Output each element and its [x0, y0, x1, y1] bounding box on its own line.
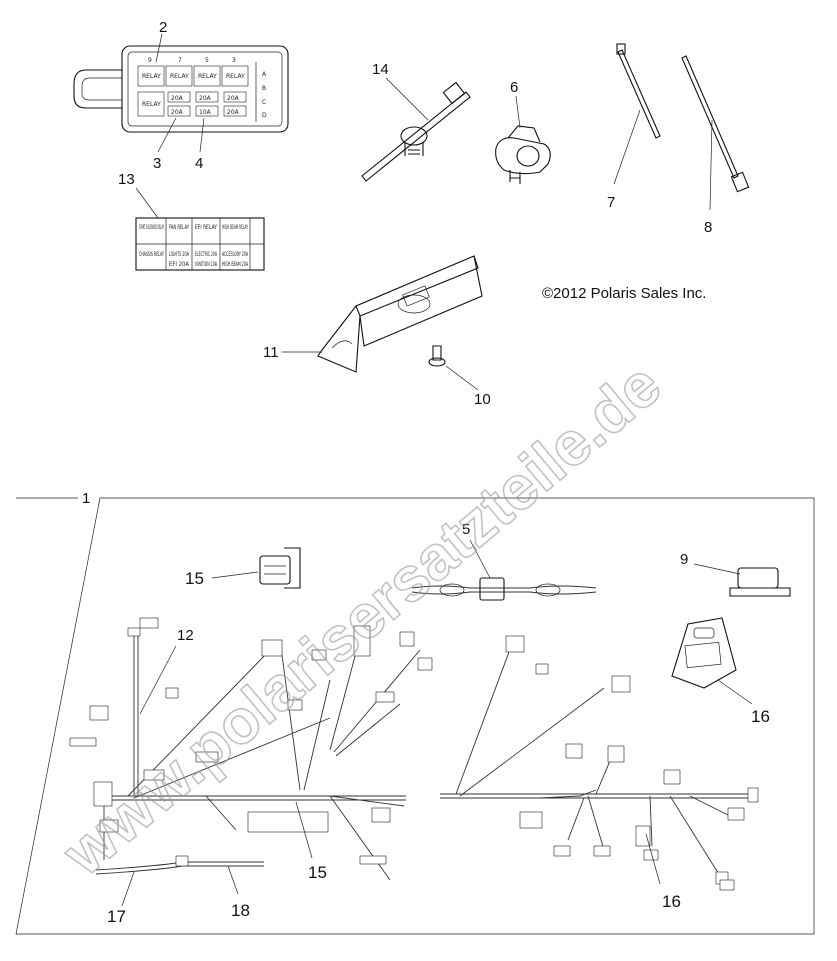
fuse-row-b: B: [262, 85, 266, 92]
relay-label-4: RELAY: [226, 73, 245, 80]
callout-15-bottom: 15: [308, 863, 327, 882]
display-module: [671, 617, 737, 689]
harness-frame: [15, 497, 815, 935]
harness-tags-right: [519, 663, 745, 891]
relay-label-5: RELAY: [142, 101, 161, 108]
decal-cell-7: ELECTRIC 20A: [195, 251, 217, 258]
callout-16-top: 16: [751, 707, 770, 726]
decal-cell-9: EFI 20A: [169, 261, 190, 268]
wire-clip: [495, 125, 551, 184]
cable-tie-7: [616, 43, 661, 139]
callout-15-top: 15: [185, 569, 204, 588]
relay-9: [729, 567, 791, 597]
fuse-col-5: 5: [205, 57, 209, 64]
mounting-bracket: [317, 255, 483, 373]
relay-label-3: RELAY: [198, 73, 217, 80]
callout-2: 2: [159, 19, 167, 36]
inline-fuse-holder: [411, 577, 597, 601]
callout-6: 6: [510, 79, 518, 96]
fuse-decal: START SOLENOID RELAY FAN RELAY EFI RELAY…: [135, 217, 265, 271]
callout-9: 9: [680, 551, 688, 568]
relay-label-1: RELAY: [142, 73, 161, 80]
fuse-row-d: D: [262, 112, 267, 119]
cable-tie-8: [681, 55, 750, 193]
fuse-3: 20A: [227, 95, 240, 102]
decal-cell-4: HIGH BEAM RELAY: [222, 224, 248, 231]
connector-15: [259, 547, 301, 589]
decal-cell-8: ACCESSORY 20A: [222, 251, 248, 258]
fuse-6: 20A: [227, 109, 240, 116]
fuse-2: 20A: [199, 95, 212, 102]
copyright-notice: ©2012 Polaris Sales Inc.: [542, 285, 706, 302]
callout-16-bottom: 16: [662, 892, 681, 911]
fuse-1: 20A: [171, 95, 184, 102]
callout-18: 18: [231, 901, 250, 920]
fuse-box: 9 7 5 3 RELAY RELAY RELAY RELAY RELAY 20…: [73, 45, 289, 133]
fuse-4: 20A: [171, 109, 184, 116]
callout-11: 11: [263, 344, 279, 361]
callout-4: 4: [195, 155, 203, 172]
callout-5: 5: [462, 521, 470, 538]
callout-3: 3: [153, 155, 161, 172]
callout-13: 13: [118, 171, 135, 188]
main-harness-left: [93, 627, 421, 881]
fuse-row-c: C: [262, 99, 266, 106]
callout-1: 1: [82, 490, 90, 507]
fuse-row-a: A: [262, 71, 267, 78]
relay-label-2: RELAY: [170, 73, 189, 80]
decal-cell-5: CHASSIS RELAY: [139, 251, 164, 258]
callout-12: 12: [177, 627, 194, 644]
push-rivet: [428, 345, 446, 367]
callout-8: 8: [704, 219, 712, 236]
callout-10: 10: [474, 391, 491, 408]
callout-7: 7: [607, 194, 615, 211]
decal-cell-2: FAN RELAY: [169, 224, 189, 231]
fuse-col-7: 7: [178, 57, 182, 64]
callout-14: 14: [372, 61, 389, 78]
fuse-col-9: 9: [148, 57, 152, 64]
decal-cell-3: EFI RELAY: [195, 224, 217, 231]
callout-17: 17: [107, 907, 126, 926]
decal-cell-11: HIGH BEAM 20A: [222, 261, 248, 268]
fuse-5: 10A: [199, 109, 212, 116]
cable-tie-mount: [361, 81, 471, 182]
harness-tags-left: [69, 617, 433, 865]
main-harness-right: [440, 635, 759, 885]
decal-cell-10: IGNITION 10A: [195, 261, 217, 268]
decal-cell-6: LIGHTS 20A: [169, 251, 189, 258]
fuse-col-3: 3: [232, 57, 236, 64]
decal-cell-1: START SOLENOID RELAY: [139, 224, 164, 231]
